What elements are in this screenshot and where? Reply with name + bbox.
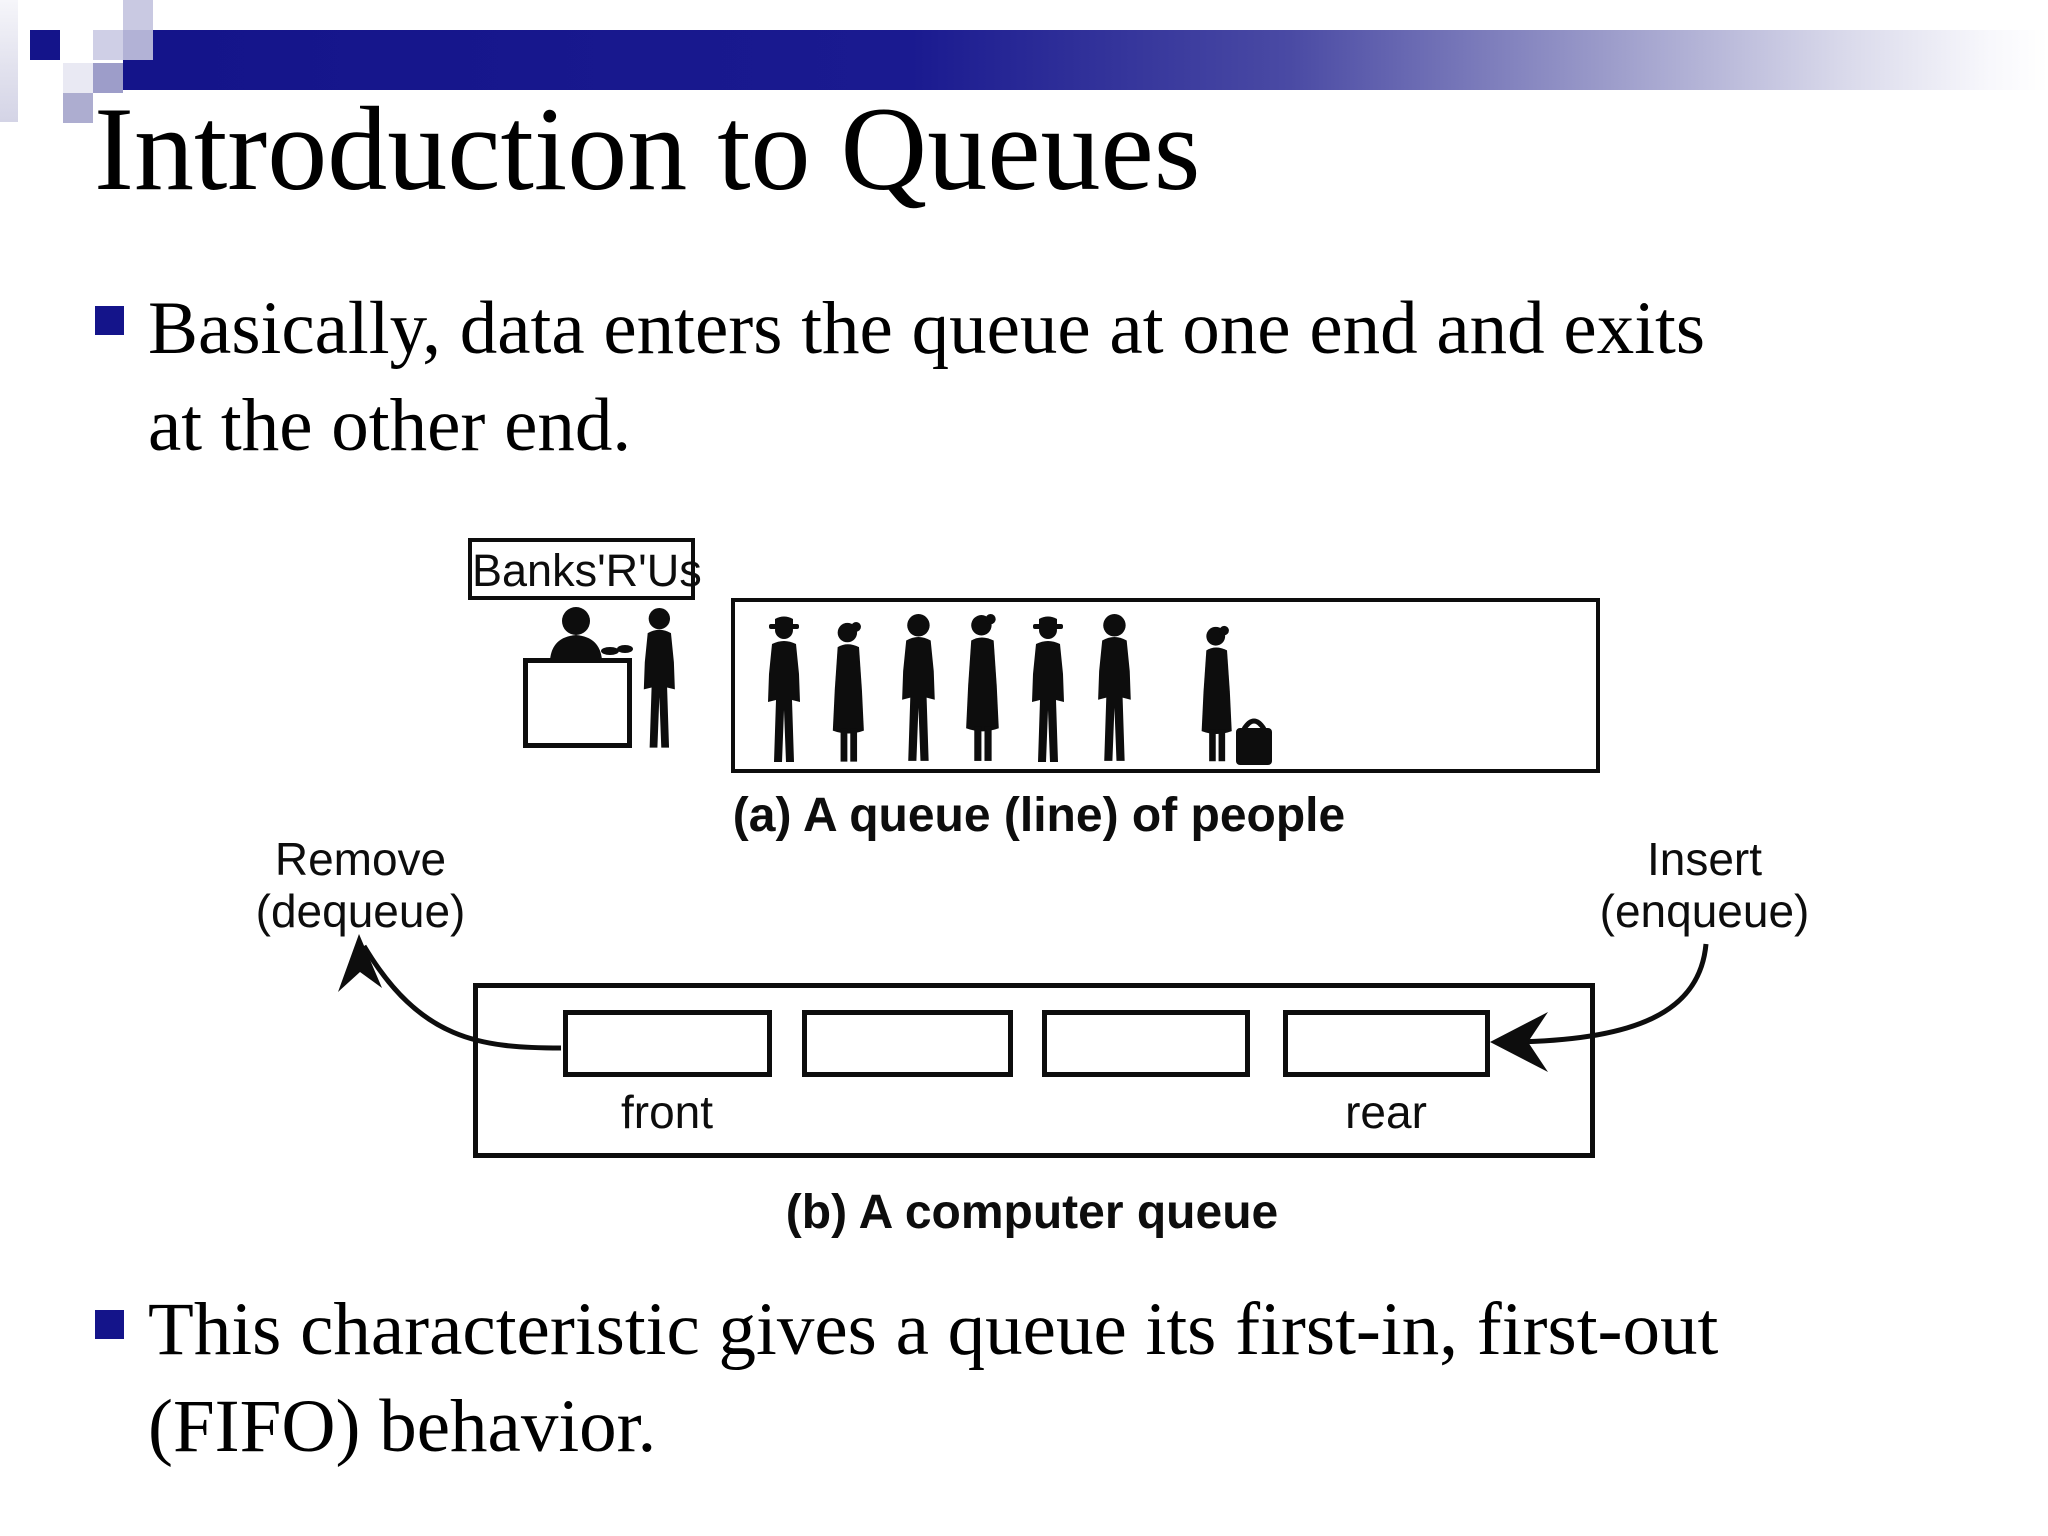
queue-cell — [802, 1010, 1013, 1077]
header-left-strip — [0, 0, 18, 122]
decorative-square — [30, 30, 60, 60]
remove-label-line: Remove — [274, 833, 447, 885]
enqueue-label-line: (enqueue) — [1599, 885, 1810, 937]
customer-silhouette-icon — [643, 607, 675, 748]
caption-b: (b) A computer queue — [785, 1186, 1279, 1239]
bullet-item: This characteristic gives a queue its fi… — [148, 1281, 1928, 1475]
queue-cell — [1042, 1010, 1250, 1077]
bullet-square — [95, 306, 124, 335]
queue-people-box — [731, 598, 1600, 773]
bullet-line: (FIFO) behavior. — [148, 1385, 657, 1468]
bullet-square — [95, 1310, 124, 1339]
caption-a: (a) A queue (line) of people — [732, 789, 1346, 842]
bank-sign-box: Banks'R'Us — [468, 538, 702, 600]
decorative-square — [63, 93, 93, 123]
bullet-item: Basically, data enters the queue at one … — [148, 280, 1928, 474]
decorative-square — [123, 60, 153, 90]
decorative-square — [63, 63, 93, 93]
decorative-square — [93, 30, 123, 60]
remove-dequeue-label: Remove (dequeue) — [238, 833, 483, 937]
bullet-line: This characteristic gives a queue its fi… — [148, 1288, 1719, 1371]
front-label: front — [620, 1086, 714, 1138]
teller-desk — [523, 658, 632, 748]
queue-cell — [1283, 1010, 1490, 1077]
decorative-square — [93, 63, 123, 93]
header-bar — [153, 30, 2048, 90]
decorative-square — [123, 30, 153, 60]
bullet-line: at the other end. — [148, 384, 632, 467]
dequeue-label-line: (dequeue) — [255, 885, 466, 937]
queue-cell — [563, 1010, 772, 1077]
rear-label: rear — [1345, 1086, 1427, 1138]
teller-silhouette-icon — [550, 607, 633, 660]
page-title: Introduction to Queues — [94, 82, 1201, 215]
bank-sign-label: Banks'R'Us — [472, 545, 702, 596]
bullet-line: Basically, data enters the queue at one … — [148, 287, 1706, 370]
decorative-square — [123, 0, 153, 30]
insert-enqueue-label: Insert (enqueue) — [1582, 833, 1827, 937]
insert-label-line: Insert — [1646, 833, 1763, 885]
